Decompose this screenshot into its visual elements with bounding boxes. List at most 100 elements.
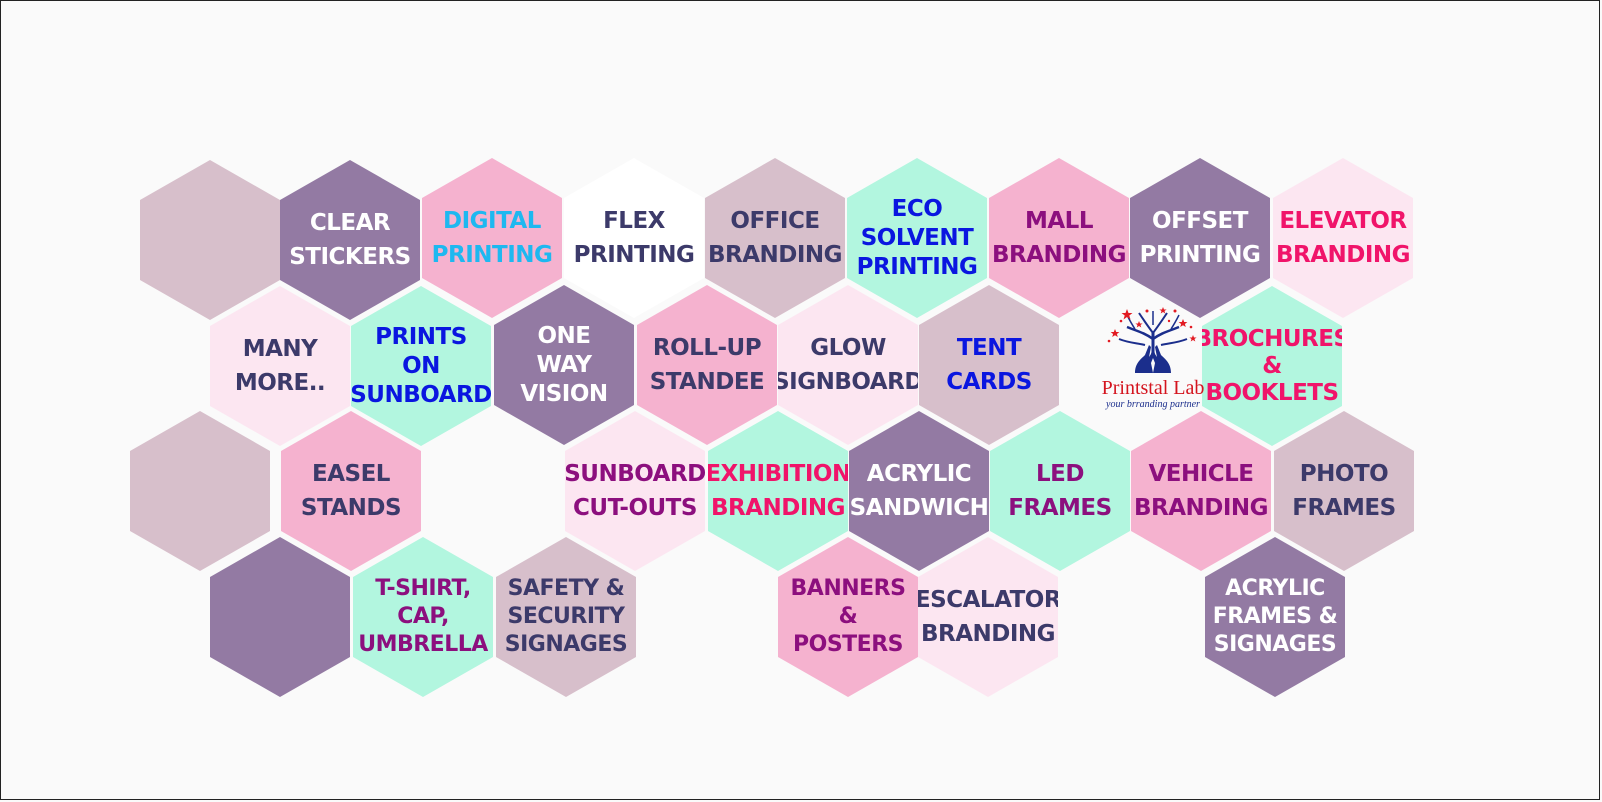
hex-label-line: ON — [402, 352, 440, 379]
hex-label-line: ACRYLIC — [866, 461, 972, 487]
hex-label-line: WAY — [536, 351, 592, 378]
hex-label-line: FLEX — [603, 208, 665, 234]
hex-label-line: SANDWICH — [849, 495, 989, 521]
hex-label-line: EXHIBITION — [705, 461, 851, 487]
hex-label-line: PRINTS — [375, 323, 467, 350]
hex-label-line: & — [838, 604, 858, 629]
hex-label-line: CARDS — [946, 369, 1032, 395]
hex-label-line: OFFICE — [730, 208, 820, 234]
hex-label: BANNERS & POSTERS — [791, 575, 906, 659]
hex-label-line: SOLVENT — [860, 224, 974, 251]
hex-label-line: BOOKLETS — [1205, 379, 1339, 406]
hex-label-line: GLOW — [810, 335, 886, 361]
logo-name: Printstal Lab — [1101, 377, 1205, 399]
hex-label-line: FRAMES — [1008, 495, 1112, 521]
hex-acrylic-sandwich: ACRYLIC SANDWICH — [849, 411, 989, 571]
hex-label-line: EASEL — [312, 461, 390, 487]
hex-label-line: POSTERS — [793, 632, 903, 657]
hex-brochures-booklets: BROCHURES&BOOKLETS — [1202, 286, 1342, 446]
hex-label-line: BRANDING — [1133, 495, 1269, 521]
hex-label-line: SIGNAGES — [1213, 632, 1337, 657]
hex-label-line: DIGITAL — [443, 208, 541, 234]
printstal-lab-logo: Printstal Lab your brranding partner — [1083, 305, 1223, 417]
hex-led-frames: LED FRAMES — [990, 411, 1130, 571]
hex-photo-frames: PHOTO FRAMES — [1274, 411, 1414, 571]
hex-label-line: UMBRELLA — [358, 632, 488, 657]
hex-label-line: STICKERS — [289, 244, 411, 270]
hex-label-line: STANDEE — [649, 369, 765, 395]
hex-clear-stickers: CLEAR STICKERS — [280, 160, 420, 320]
hex-label: ELEVATOR BRANDING — [1275, 204, 1411, 272]
hex-label-line: BRANDING — [920, 621, 1056, 647]
hex-label-line: SUNBOARD — [350, 381, 492, 408]
hex-label-line: CUT-OUTS — [573, 495, 697, 521]
hex-label: DIGITAL PRINTING — [432, 204, 553, 272]
hex-label-line: BRANDING — [707, 242, 843, 268]
hex-label-line: ONE — [537, 322, 591, 349]
hex-label-line: BRANDING — [1275, 242, 1411, 268]
hex-label: CLEAR STICKERS — [289, 206, 411, 274]
hex-label-line: PRINTING — [1139, 242, 1261, 268]
hex-label-line: LED — [1036, 461, 1084, 487]
hex-label-line: SIGNAGES — [504, 632, 628, 657]
hex-label: PHOTO FRAMES — [1292, 457, 1396, 525]
hex-blank-1 — [140, 160, 280, 320]
hex-label-line: PHOTO — [1299, 461, 1389, 487]
hex-label: BROCHURES&BOOKLETS — [1194, 325, 1350, 407]
hex-label-line: FRAMES — [1292, 495, 1396, 521]
hex-office-branding: OFFICE BRANDING — [705, 158, 845, 318]
hex-blank-3 — [210, 537, 350, 697]
hex-banners-posters: BANNERS & POSTERS — [778, 537, 918, 697]
hex-label-line: BRANDING — [710, 495, 846, 521]
hex-easel-stands: EASEL STANDS — [281, 411, 421, 571]
hex-digital-printing: DIGITAL PRINTING — [422, 158, 562, 318]
hex-label-line: ELEVATOR — [1279, 208, 1407, 234]
hex-tshirt-cap-umbrella: T-SHIRT, CAP, UMBRELLA — [353, 537, 493, 697]
hex-label-line: & — [1262, 352, 1282, 379]
hex-label: OFFICE BRANDING — [707, 204, 843, 272]
hex-label: LED FRAMES — [1008, 457, 1112, 525]
hex-label-line: VISION — [520, 380, 608, 407]
hex-blank-2 — [130, 411, 270, 571]
hex-label-line: T-SHIRT, — [375, 576, 471, 601]
hex-label-line: CLEAR — [309, 210, 391, 236]
hex-label-line: STANDS — [300, 495, 402, 521]
hex-label-line: BANNERS — [790, 576, 906, 601]
hex-label-line: BROCHURES — [1194, 325, 1350, 352]
hex-label-line: MALL — [1024, 208, 1094, 234]
hex-label-line: ROLL-UP — [652, 335, 762, 361]
hex-elevator-branding: ELEVATOR BRANDING — [1273, 158, 1413, 318]
hex-label-line: FRAMES & — [1212, 604, 1338, 629]
hex-label-line: CAP, — [397, 604, 449, 629]
hex-roll-up-standee: ROLL-UP STANDEE — [637, 285, 777, 445]
hex-label-line: MANY — [242, 336, 318, 362]
logo-tagline: your brranding partner — [1106, 399, 1200, 410]
hex-label-line: SIGNBOARD — [773, 369, 923, 395]
hex-label-line: BRANDING — [991, 242, 1127, 268]
hex-label: MALL BRANDING — [991, 204, 1127, 272]
hex-label-line: PRINTING — [431, 242, 553, 268]
